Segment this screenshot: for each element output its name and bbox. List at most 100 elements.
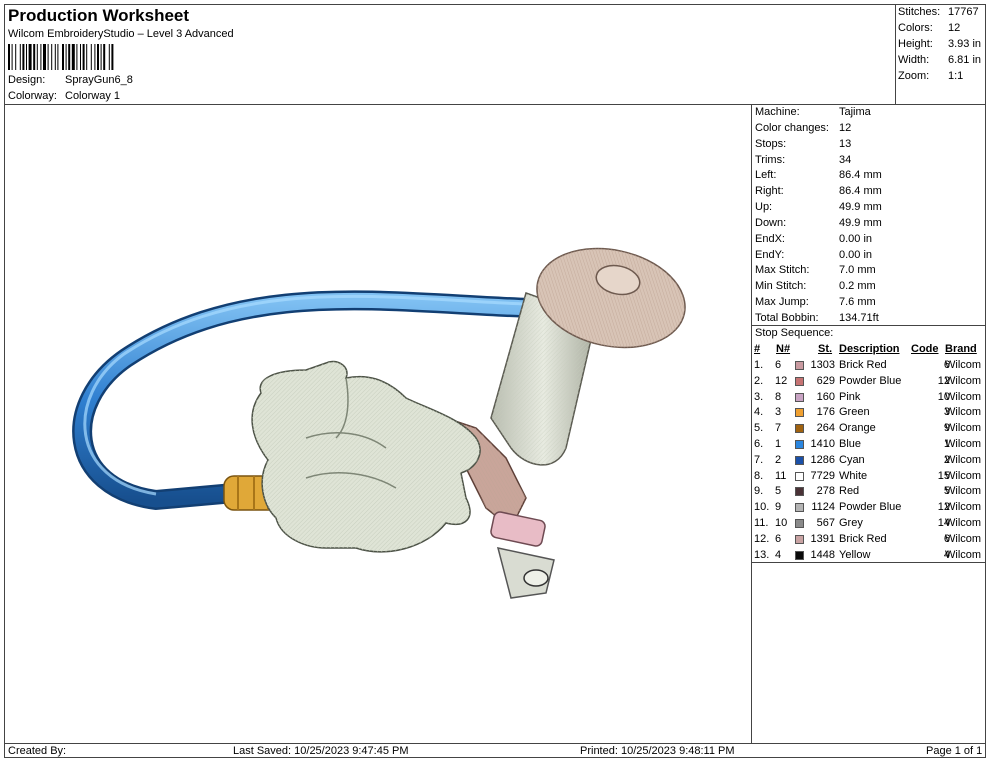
colorway-row: Colorway: Colorway 1 [8, 90, 120, 102]
row-brand: Wilcom [945, 390, 982, 403]
row-stitches: 160 [816, 390, 835, 403]
color-swatch-icon [795, 440, 804, 449]
page-title: Production Worksheet [8, 6, 190, 25]
row-needle: 10 [775, 517, 788, 529]
row-code: 12 [937, 501, 950, 514]
row-needle: 5 [775, 485, 782, 498]
col-header-description: Description [839, 343, 900, 355]
prop-trims: Trims:34 [755, 154, 852, 166]
color-swatch-icon [795, 550, 804, 560]
prop-color-changes: Color changes:12 [755, 122, 852, 134]
color-swatch-icon [795, 408, 804, 418]
row-number: 4. [754, 406, 764, 419]
row-brand: Wilcom [945, 532, 982, 545]
row-needle: 3 [775, 406, 782, 419]
row-needle: 9 [775, 501, 782, 514]
row-stitches: 264 [816, 422, 835, 435]
row-needle: 6 [775, 359, 782, 371]
row-number: 12. [754, 532, 770, 545]
row-description: Powder Blue [839, 501, 902, 514]
color-swatch-icon [795, 487, 804, 497]
row-brand: Wilcom [945, 469, 982, 482]
row-number: 2. [754, 374, 764, 387]
colorway-value: Colorway 1 [65, 90, 121, 102]
last-saved: Last Saved: 10/25/2023 9:47:45 PM [233, 745, 409, 757]
row-needle: 12 [775, 374, 788, 387]
row-code: 15 [937, 469, 950, 482]
row-stitches: 1410 [810, 438, 835, 450]
row-needle: 8 [775, 390, 782, 403]
summary-height: Height:3.93 in [898, 38, 982, 50]
prop-endy: EndY:0.00 in [755, 249, 873, 261]
prop-left: Left:86.4 mm [755, 169, 882, 181]
row-brand: Wilcom [945, 548, 982, 561]
barcode-icon [8, 44, 114, 70]
summary-stitches: Stitches:17767 [898, 6, 979, 18]
prop-right: Right:86.4 mm [755, 185, 882, 197]
row-stitches: 1448 [810, 548, 835, 561]
stop-sequence-bottom [751, 562, 986, 563]
row-brand: Wilcom [945, 453, 982, 466]
design-value: SprayGun6_8 [65, 74, 133, 86]
row-description: Green [839, 406, 870, 419]
summary-width: Width:6.81 in [898, 54, 982, 66]
row-brand: Wilcom [945, 438, 982, 450]
color-swatch-icon [795, 361, 804, 370]
row-brand: Wilcom [945, 485, 982, 498]
row-brand: Wilcom [945, 517, 982, 529]
row-code: 10 [937, 390, 950, 403]
row-needle: 2 [775, 453, 782, 466]
colorway-label: Colorway: [8, 90, 57, 102]
row-needle: 7 [775, 422, 782, 435]
row-number: 8. [754, 469, 764, 482]
row-stitches: 1124 [811, 501, 835, 514]
row-number: 1. [754, 359, 764, 371]
row-number: 6. [754, 438, 764, 450]
row-description: Pink [839, 390, 861, 403]
row-brand: Wilcom [945, 501, 982, 514]
row-brand: Wilcom [945, 359, 982, 371]
row-code: 6 [943, 359, 950, 371]
color-swatch-icon [795, 392, 804, 402]
row-description: Brick Red [839, 359, 887, 371]
color-swatch-icon [795, 519, 804, 528]
color-swatch-icon [795, 455, 804, 465]
row-code: 5 [943, 485, 950, 498]
row-needle: 11 [775, 469, 787, 482]
summary-colors: Colors:12 [898, 22, 961, 34]
design-label: Design: [8, 74, 46, 86]
row-description: Orange [839, 422, 876, 435]
stop-sequence-divider [751, 325, 986, 326]
row-stitches: 278 [816, 485, 835, 498]
design-row: Design: SprayGun6_8 [8, 74, 133, 86]
col-header-code: Code [911, 343, 939, 355]
row-number: 3. [754, 390, 764, 403]
prop-total-bobbin: Total Bobbin:134.71ft [755, 312, 879, 324]
row-brand: Wilcom [945, 406, 982, 419]
row-description: Powder Blue [839, 374, 902, 387]
prop-up: Up:49.9 mm [755, 201, 882, 213]
row-code: 2 [943, 453, 950, 466]
prop-max-stitch: Max Stitch:7.0 mm [755, 264, 876, 276]
color-swatch-icon [795, 471, 804, 481]
row-brand: Wilcom [945, 422, 982, 435]
row-number: 5. [754, 422, 764, 435]
spray-gun-embroidery-icon [72, 247, 686, 599]
col-header-brand: Brand [945, 343, 977, 355]
col-header-stitches: St. [818, 343, 833, 355]
row-stitches: 7729 [810, 469, 835, 482]
row-number: 10. [754, 501, 770, 514]
color-swatch-icon [795, 503, 804, 513]
row-code: 6 [943, 532, 950, 545]
page-number: Page 1 of 1 [926, 745, 983, 757]
prop-endx: EndX:0.00 in [755, 233, 873, 245]
